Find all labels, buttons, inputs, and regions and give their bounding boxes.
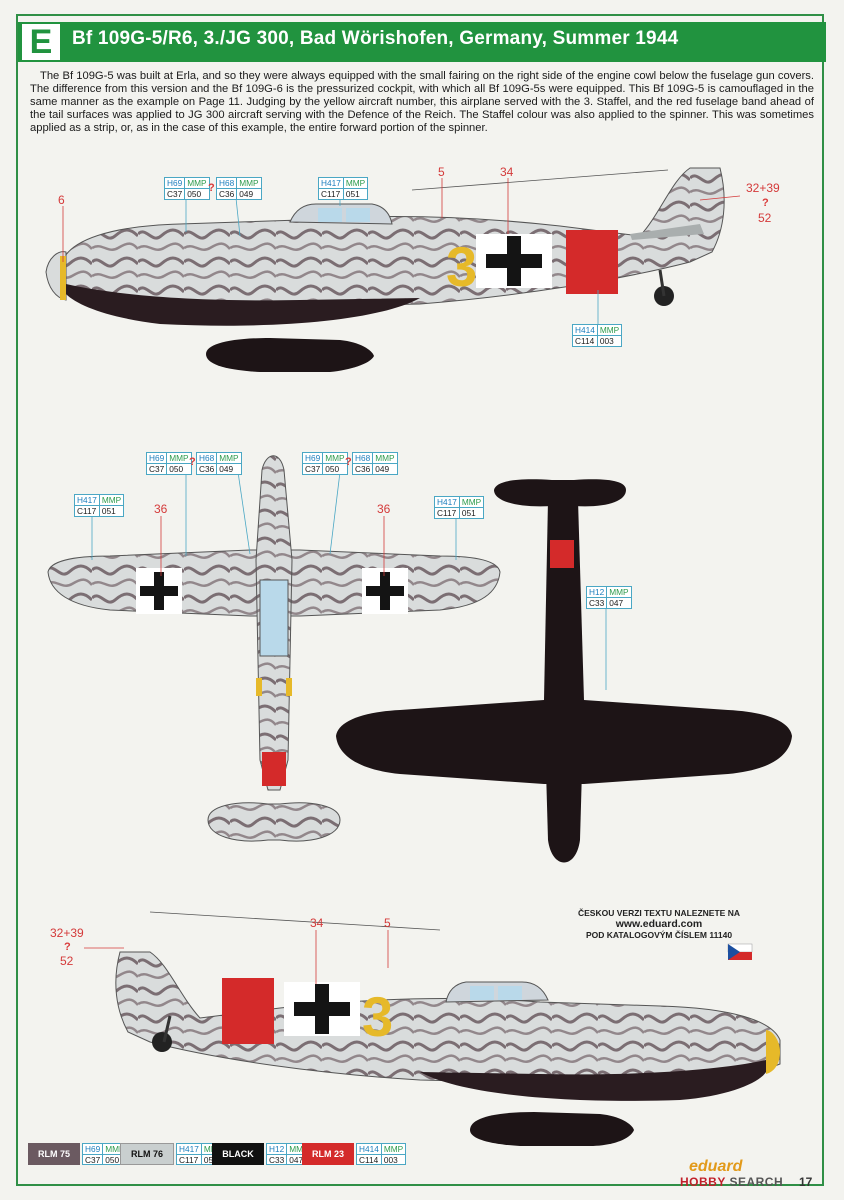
stencil-number-52: 52 [758, 211, 772, 225]
search-text: SEARCH [729, 1175, 784, 1189]
legend-swatch: BLACK [212, 1143, 264, 1165]
stencil-number-34-bottom: 34 [310, 916, 324, 930]
legend-swatch: RLM 23 [302, 1143, 354, 1165]
czech-note: ČESKOU VERZI TEXTU NALEZNETE NA www.edua… [566, 908, 752, 941]
question-mark: ? [208, 182, 215, 194]
stencil-number-34: 34 [500, 165, 514, 179]
profile-header-bar [18, 22, 826, 62]
left-side-profile: 3 [45, 167, 741, 372]
legend-swatch: RLM 76 [120, 1143, 174, 1165]
eduard-logo: eduard [689, 1158, 743, 1175]
legend-swatch: RLM 75 [28, 1143, 80, 1165]
profile-letter: E [22, 24, 60, 60]
question-mark: ? [189, 456, 196, 468]
question-mark: ? [64, 941, 71, 953]
profile-title: Bf 109G-5/R6, 3./JG 300, Bad Wörishofen,… [72, 28, 679, 49]
stencil-number-5-bottom: 5 [384, 916, 391, 930]
question-mark: ? [345, 456, 352, 468]
stencil-number-3239-bottom: 32+39 [50, 926, 84, 940]
stencil-number-36-right: 36 [377, 502, 391, 516]
question-mark: ? [762, 197, 769, 209]
stencil-number-6: 6 [58, 193, 65, 207]
stencil-number-36-left: 36 [154, 502, 168, 516]
czech-note-line1: ČESKOU VERZI TEXTU NALEZNETE NA [578, 908, 740, 918]
hobbysearch-watermark: HOBBY SEARCH [680, 1175, 783, 1189]
stencil-number-5: 5 [438, 165, 445, 179]
underside-view-profile [336, 479, 792, 863]
top-view-profile [47, 455, 501, 842]
stencil-number-3239: 32+39 [746, 181, 780, 195]
czech-note-url[interactable]: www.eduard.com [615, 918, 703, 930]
czech-flag [727, 943, 753, 960]
stencil-number-52-bottom: 52 [60, 954, 74, 968]
page-frame [16, 14, 824, 1186]
czech-note-line2: POD KATALOGOVÝM ČÍSLEM 11140 [585, 930, 733, 940]
aircraft-number-left: 3 [446, 235, 477, 298]
hobby-text: HOBBY [680, 1175, 726, 1189]
aircraft-number-right: 3 [362, 985, 393, 1048]
profile-description: The Bf 109G-5 was built at Erla, and so … [30, 70, 814, 134]
page-number: 17 [799, 1175, 813, 1189]
right-side-profile: 3 [84, 911, 781, 1146]
